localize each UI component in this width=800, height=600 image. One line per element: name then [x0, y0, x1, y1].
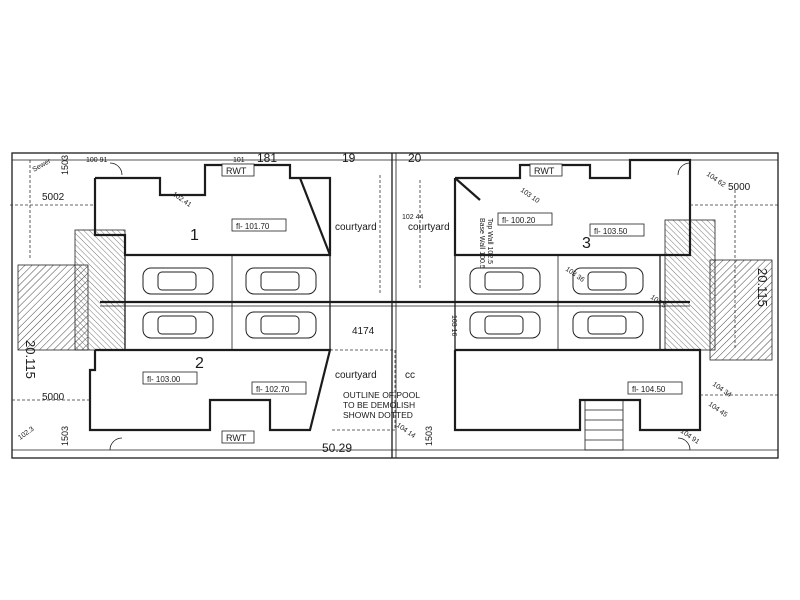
- rainwater-tanks: [221, 163, 563, 444]
- spot-level: 103 16: [450, 315, 457, 337]
- lot-number: 181: [257, 151, 277, 165]
- courtyard-label: courtyard: [335, 222, 377, 233]
- car-icon: [469, 311, 541, 339]
- spot-level: 102.41: [171, 191, 193, 209]
- dimension-label: 20.115: [23, 340, 38, 379]
- car-icon: [142, 311, 214, 339]
- spot-level: 100 91: [86, 157, 108, 164]
- car-icon: [245, 311, 317, 339]
- door-icon: [677, 162, 691, 176]
- unit-1-outline: [93, 163, 332, 257]
- spot-level: 104 14: [395, 422, 417, 440]
- central-driveway: [100, 254, 690, 351]
- unit-3-label: 3: [582, 235, 591, 252]
- floor-level-label: fl- 101.70: [236, 222, 270, 231]
- spot-level: 104 34: [711, 381, 733, 399]
- unit-1-label: 1: [190, 227, 199, 244]
- car-icon: [572, 311, 644, 339]
- car-icon: [469, 267, 541, 295]
- rwt-label: RWT: [226, 433, 247, 443]
- car-icon: [142, 267, 214, 295]
- dimension-label: 20.115: [755, 268, 770, 307]
- pool-steps: [584, 399, 624, 451]
- spot-level: 102 44: [402, 214, 424, 221]
- drawing-labels: 1 2 3 courtyard courtyard courtyard cc f…: [17, 151, 770, 455]
- floor-level-label: fl- 103.00: [147, 375, 181, 384]
- door-icon: [109, 162, 123, 176]
- pool-note: SHOWN DOTTED: [343, 410, 413, 420]
- unit-2-outline: [88, 348, 332, 432]
- car-icon: [572, 267, 644, 295]
- dimension-label: 5002: [42, 192, 65, 203]
- spot-level: 103 10: [519, 187, 541, 205]
- dimension-label: 5000: [42, 392, 65, 403]
- rwt-label: RWT: [226, 166, 247, 176]
- spot-level: 101: [233, 157, 245, 164]
- car-icons: [142, 267, 644, 339]
- floor-level-label: fl- 100.20: [502, 216, 536, 225]
- spot-level: 104 45: [707, 401, 729, 419]
- dimension-label: 1503: [60, 155, 70, 175]
- rwt-label: RWT: [534, 166, 555, 176]
- floor-level-label: fl- 103.50: [594, 227, 628, 236]
- car-icon: [245, 267, 317, 295]
- floor-level-label: fl- 102.70: [256, 385, 290, 394]
- dotted-lines: [10, 160, 778, 431]
- pool-note: TO BE DEMOLISH: [343, 400, 415, 410]
- dimension-label: 50.29: [322, 441, 352, 455]
- dimension-label: 5000: [728, 182, 751, 193]
- unit-2-label: 2: [195, 355, 204, 372]
- spot-level: 102.3: [17, 426, 35, 442]
- courtyard-label: cc: [405, 370, 415, 381]
- courtyard-label: courtyard: [335, 370, 377, 381]
- courtyard-label: courtyard: [408, 222, 450, 233]
- door-icon: [109, 437, 123, 451]
- lot-number: 19: [342, 151, 356, 165]
- door-icons: [109, 162, 691, 451]
- wall-level-note: Top Wall 102.5: [486, 218, 493, 264]
- dimension-label: 4174: [352, 326, 375, 337]
- dimension-label: 1503: [60, 426, 70, 446]
- door-icon: [677, 437, 691, 451]
- pool-note: OUTLINE OF POOL: [343, 390, 420, 400]
- floor-level-boxes: [142, 212, 683, 395]
- lot-number: 20: [408, 151, 422, 165]
- left-paving: [17, 229, 126, 351]
- dimension-label: 1503: [424, 426, 434, 446]
- wall-level-note: Base Wall 100.5: [478, 218, 485, 269]
- spot-level: 104 62: [705, 171, 727, 189]
- floor-level-label: fl- 104.50: [632, 385, 666, 394]
